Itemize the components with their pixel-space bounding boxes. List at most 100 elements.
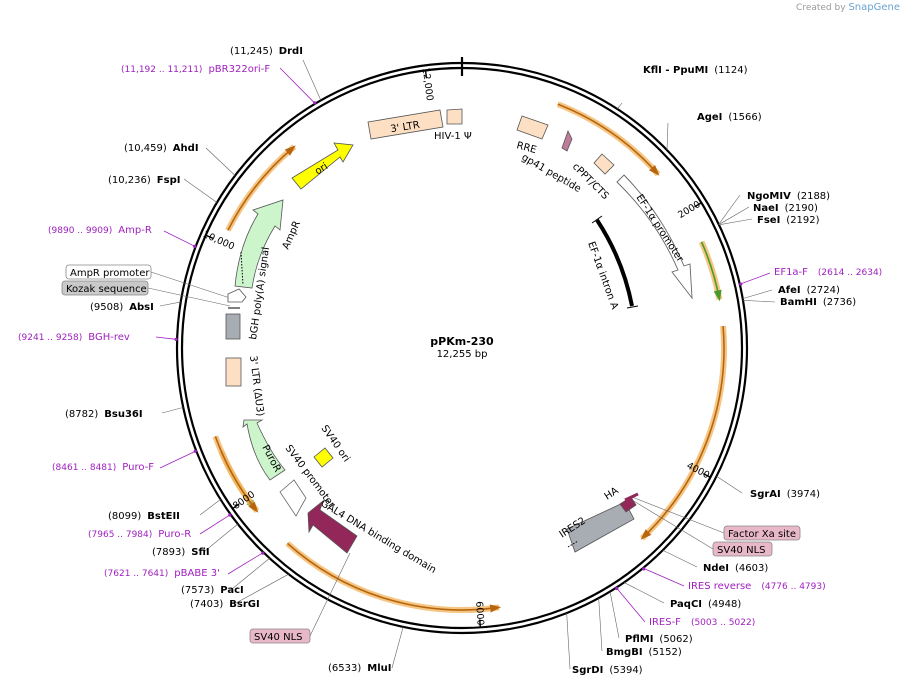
primer-amp-r[interactable]: (9890 .. 9909)Amp-R: [48, 225, 152, 236]
site-leader-3: [718, 194, 741, 225]
site-bsu36i[interactable]: (8782)Bsu36I: [65, 409, 143, 420]
box-factor-xa[interactable]: Factor Xa site: [723, 525, 801, 541]
feature-arc-arrow-1: [713, 289, 722, 302]
hiv-psi-feature[interactable]: HIV-1 Ψ: [434, 108, 472, 142]
site-absi[interactable]: (9508)AbsI: [90, 302, 154, 313]
primer-mark-3: [193, 449, 197, 453]
site-leader-7: [742, 300, 776, 303]
primer-leader-4: [199, 514, 231, 535]
primer-pbabe3[interactable]: (7621 .. 7641)pBABE 3': [104, 568, 220, 579]
box-kozak-sequence[interactable]: Kozak sequence: [61, 280, 149, 296]
site-leader-12: [598, 598, 603, 652]
site-sfii[interactable]: (7893)SfiI: [152, 547, 210, 558]
ampr-promoter-shape[interactable]: [227, 288, 247, 303]
ltr3-label: 3' LTR: [390, 120, 421, 135]
tick-1: [702, 472, 711, 478]
site-leader-9: [662, 550, 698, 568]
site-afei[interactable]: AfeI(2724): [778, 285, 840, 296]
ori-feature[interactable]: ori: [291, 142, 354, 190]
site-kfli-ppumi[interactable]: KflI - PpuMI(1124): [643, 65, 748, 76]
ltr3-du3-feature[interactable]: 3' LTR (ΔU3): [225, 355, 265, 417]
box-sv40-nls-right-label: SV40 NLS: [717, 545, 766, 556]
site-ahdi[interactable]: (10,459)AhdI: [124, 143, 199, 154]
primer-ires-f[interactable]: IRES-F(5003 .. 5022): [649, 617, 755, 628]
site-paci[interactable]: (7573)PacI: [181, 585, 244, 596]
rre-label: RRE: [515, 140, 537, 156]
ampr-feature[interactable]: AmpR: [234, 199, 303, 289]
box-ampr-promoter[interactable]: AmpR promoter: [65, 264, 152, 280]
tick-4: [205, 234, 214, 240]
site-paqci[interactable]: PaqCI(4948): [670, 599, 741, 610]
restriction-site-labels: (11,245)DrdI KflI - PpuMI(1124) AgeI(156…: [65, 46, 856, 676]
sv40-ori-feature[interactable]: SV40 ori: [313, 423, 352, 468]
site-naei[interactable]: NaeI(2190): [753, 203, 818, 214]
box-sv40-nls-right[interactable]: SV40 NLS: [712, 541, 773, 557]
site-leader-11: [609, 591, 620, 639]
primer-puro-f[interactable]: (8461 .. 8481)Puro-F: [52, 462, 154, 473]
site-drdi[interactable]: (11,245)DrdI: [230, 46, 303, 57]
site-bmgbi[interactable]: BmgBI(5152): [606, 647, 682, 658]
orange-arcs: [212, 101, 727, 613]
site-leader-19: [161, 407, 184, 414]
tick-label-2: 6000: [473, 601, 486, 626]
ltr3-feature[interactable]: 3' LTR: [367, 109, 444, 140]
primer-puro-r[interactable]: (7965 .. 7984)Puro-R: [88, 529, 191, 540]
gal4-feature[interactable]: GAL4 DNA binding domain: [307, 498, 438, 576]
box-leader-3: [631, 499, 714, 550]
primer-ires-reverse[interactable]: IRES reverse(4776 .. 4793): [688, 581, 826, 592]
plasmid-name: pPKm-230: [430, 335, 494, 348]
primer-leader-1: [163, 230, 196, 248]
feature-arc-arrow-6: [284, 145, 296, 156]
feature-arc-2[interactable]: [641, 325, 725, 539]
site-leader-15: [235, 573, 289, 604]
site-ngomiv[interactable]: NgoMIV(2188): [747, 191, 830, 202]
site-fspi[interactable]: (10,236)FspI: [108, 175, 180, 186]
primer-labels: (11,192 .. 11,211)pBR322ori-F (9890 .. 9…: [18, 64, 882, 628]
hiv-psi-label: HIV-1 Ψ: [434, 131, 472, 142]
tick-label-4: 10,000: [201, 229, 236, 252]
cppt-feature[interactable]: cPPT/CTS: [570, 153, 615, 202]
plasmid-size: 12,255 bp: [437, 349, 488, 360]
site-bsteii[interactable]: (8099)BstEII: [108, 511, 180, 522]
site-bamhi[interactable]: BamHI(2736): [780, 297, 856, 308]
site-sgrai[interactable]: SgrAI(3974): [750, 489, 820, 500]
tick-3: [232, 503, 240, 510]
feature-arc-arrow-3: [489, 604, 502, 613]
site-leader-20: [159, 301, 181, 307]
tick-5: [424, 70, 428, 79]
feature-arc-halo-2: [639, 325, 727, 541]
primer-mark-6: [739, 282, 743, 286]
snapgene-logo: SnapGene: [848, 2, 900, 13]
ef1a-intron-feature[interactable]: EF-1α intron A: [585, 215, 639, 311]
box-leader-0: [150, 271, 231, 299]
site-pflmi[interactable]: PflMI(5062): [625, 634, 693, 645]
box-leader-2: [631, 496, 725, 534]
site-fsei[interactable]: FseI(2192): [757, 215, 820, 226]
primer-mark-2: [174, 337, 178, 341]
site-leader-2: [666, 122, 669, 151]
site-sgrdi[interactable]: SgrDI(5394): [572, 665, 643, 676]
puror-feature[interactable]: PuroR: [242, 419, 286, 481]
site-mlui[interactable]: (6533)MluI: [328, 663, 391, 674]
feature-arc-0[interactable]: [557, 103, 659, 175]
site-agei[interactable]: AgeI(1566): [697, 112, 762, 123]
site-leader-14: [391, 626, 404, 669]
site-bsrgi[interactable]: (7403)BsrGI: [190, 599, 260, 610]
box-sv40-nls-left[interactable]: SV40 NLS: [249, 628, 311, 644]
ires2-feature[interactable]: IRES2: [558, 501, 635, 553]
site-ndei[interactable]: NdeI(4603): [703, 563, 768, 574]
primer-pbr322ori-f[interactable]: (11,192 .. 11,211)pBR322ori-F: [121, 64, 270, 75]
primer-leader-7: [642, 567, 685, 587]
site-leader-22: [205, 147, 236, 176]
site-leader-18: [199, 499, 221, 516]
primer-mark-8: [615, 586, 619, 591]
rre-feature[interactable]: RRE: [515, 115, 549, 156]
primer-leader-3: [159, 450, 197, 469]
primer-bgh-rev[interactable]: (9241 .. 9258)BGH-rev: [18, 332, 130, 343]
gp41-feature[interactable]: gp41 peptide: [520, 129, 583, 195]
feature-arc-3[interactable]: [286, 542, 500, 611]
ef1a-promoter-feature[interactable]: EF-1α promoter: [616, 174, 693, 300]
primer-mark-0: [313, 101, 317, 105]
primer-ef1a-f[interactable]: EF1a-F(2614 .. 2634): [774, 267, 882, 278]
